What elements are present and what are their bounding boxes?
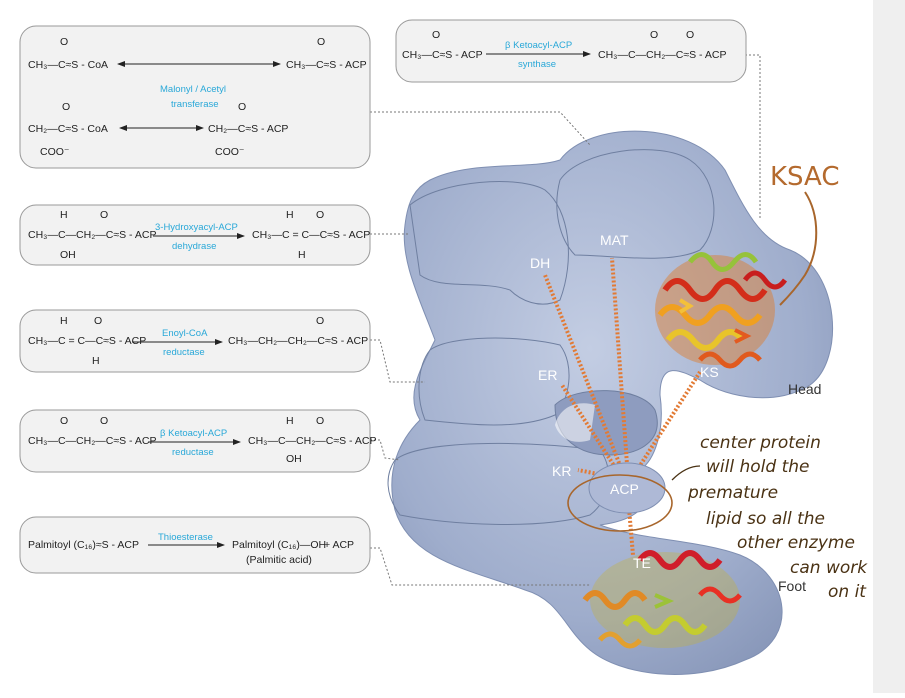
substrate-label: CH₃—C≈S - CoA [28,59,108,71]
product-label: CH₃—CH₂—CH₂—C≈S - ACP [228,335,368,347]
atom-o: O [316,209,324,221]
region-label-head: Head [788,381,821,397]
domain-label-er: ER [538,367,557,383]
enzyme-label: synthase [518,59,556,70]
atom-o: O [238,101,246,113]
substrate-label: CH₃—C = C—C≈S - ACP [28,335,146,347]
enzyme-label: reductase [163,347,205,358]
atom-o: O [686,29,694,41]
domain-label-ks: KS [700,364,719,380]
product-label: Palmitoyl (C₁₆)—OH [232,539,326,551]
enzyme-label: 3-Hydroxyacyl-ACP [155,222,238,233]
enzyme-label: Malonyl / Acetyl [160,84,226,95]
reaction-box-transferase: O O CH₃—C≈S - CoA CH₃—C≈S - ACP Malonyl … [19,25,371,169]
domain-label-te: TE [633,555,651,571]
annotation-note-line: lipid so all the [706,509,825,529]
enzyme-label: Thioesterase [158,532,213,543]
enzyme-label: reductase [172,447,214,458]
reaction-box-dehydrase: H O H O CH₃—C—CH₂—C≈S - ACP 3-Hydroxyacy… [19,204,371,266]
reaction-box-ketoacyl-synthase: O O O CH₃—C≈S - ACP β Ketoacyl-ACP synth… [395,19,747,83]
hydroxyl-label: OH [60,249,76,261]
annotation-note-line: can work [790,558,868,578]
region-label-foot: Foot [778,578,806,594]
product-label: CH₃—C—CH₂—C≈S - ACP [248,435,376,447]
carboxyl-label: COO⁻ [215,146,245,158]
atom-h: H [92,355,100,367]
atom-h: H [286,415,294,427]
fas-complex-body [387,130,834,675]
enzyme-label: β Ketoacyl-ACP [160,428,227,439]
reaction-box-ketoacyl-reductase: O O H O CH₃—C—CH₂—C≈S - ACP β Ketoacyl-A… [19,409,376,473]
atom-o: O [94,315,102,327]
substrate-label: CH₃—C—CH₂—C≈S - ACP [28,435,156,447]
atom-o: O [316,415,324,427]
domain-label-kr: KR [552,463,571,479]
carboxyl-label: COO⁻ [40,146,70,158]
te-protein-ribbon [582,550,742,649]
atom-h: H [286,209,294,221]
domain-label-acp: ACP [610,481,639,497]
annotation-note-line: will hold the [706,457,809,477]
atom-o: O [60,36,68,48]
atom-o: O [432,29,440,41]
enzyme-label: Enoyl-CoA [162,328,208,339]
domain-label-dh: DH [530,255,550,271]
atom-o: O [100,209,108,221]
product-label: CH₃—C = C—C≈S - ACP [252,229,370,241]
product-label: CH₃—C≈S - ACP [286,59,367,71]
enzyme-label: dehydrase [172,241,216,252]
acp-label: + ACP [324,539,354,551]
substrate-label: CH₃—C≈S - ACP [402,49,483,61]
enzyme-label: β Ketoacyl-ACP [505,40,572,51]
domain-label-mat: MAT [600,232,629,248]
atom-h: H [298,249,306,261]
atom-o: O [650,29,658,41]
ks-protein-ribbon [655,252,788,369]
atom-o: O [317,36,325,48]
substrate-label: Palmitoyl (C₁₆)≈S - ACP [28,539,139,551]
scrollbar[interactable] [873,0,905,693]
reaction-box-thioesterase: Palmitoyl (C₁₆)≈S - ACP Thioesterase Pal… [19,516,371,574]
product-label: CH₂—C≈S - ACP [208,123,288,135]
handwritten-annotations: KSAC center protein will hold the premat… [567,162,868,602]
substrate-label: CH₃—C—CH₂—C≈S - ACP [28,229,156,241]
hydroxyl-label: OH [286,453,302,465]
reaction-box-enoyl-reductase: H O O CH₃—C = C—C≈S - ACP Enoyl-CoA redu… [19,309,371,373]
annotation-note-line: other enzyme [737,533,855,553]
atom-o: O [60,415,68,427]
annotation-note-line: on it [828,582,867,602]
atom-o: O [100,415,108,427]
annotation-note-line: center protein [700,433,821,453]
substrate-label: CH₂—C≈S - CoA [28,123,108,135]
leader-lines [370,54,761,586]
annotation-note-line: premature [687,483,778,503]
annotation-ksac: KSAC [770,162,840,192]
atom-h: H [60,315,68,327]
atom-o: O [62,101,70,113]
enzyme-label: transferase [171,99,219,110]
atom-h: H [60,209,68,221]
product-label: CH₃—C—CH₂—C≈S - ACP [598,49,726,61]
atom-o: O [316,315,324,327]
product-sublabel: (Palmitic acid) [246,554,312,566]
